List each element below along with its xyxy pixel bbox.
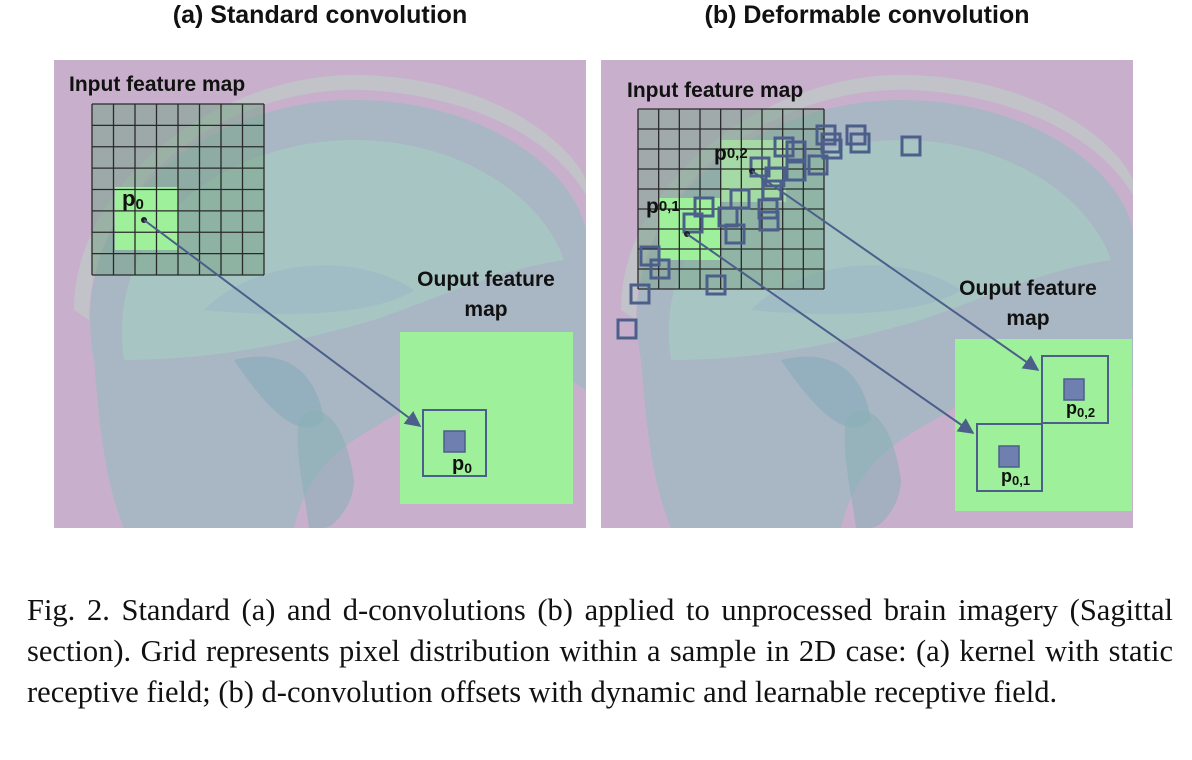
- mapping-arrow-1: [686, 233, 975, 434]
- offset-sample-box: [758, 210, 780, 232]
- figure-caption: Fig. 2. Standard (a) and d-convolutions …: [27, 593, 1173, 709]
- output-receptive-box-2: [1041, 355, 1109, 424]
- mapping-arrow-2: [751, 170, 1040, 371]
- offset-sample-box: [900, 135, 922, 157]
- output-receptive-box: [422, 409, 487, 477]
- panel-a-title: (a) Standard convolution: [172, 1, 468, 29]
- offset-sample-box: [849, 132, 871, 154]
- panel-a-illustration: Input feature map p0 Ouput feature map p…: [54, 60, 586, 528]
- offset-sample-box: [724, 223, 746, 245]
- input-pixel-grid: [91, 103, 265, 276]
- offset-sample-box: [785, 140, 807, 162]
- offset-sample-box: [729, 188, 751, 210]
- point-p02-label: p0,2: [714, 142, 748, 165]
- input-feature-map-label: Input feature map: [627, 79, 803, 102]
- offset-sample-box: [649, 258, 671, 280]
- offset-sample-box: [682, 212, 704, 234]
- output-pixel-marker-1: [998, 445, 1020, 468]
- offset-sample-box: [785, 160, 807, 182]
- output-p0-label: p0: [452, 453, 472, 476]
- offset-sample-box: [820, 132, 842, 154]
- output-feature-map-label-line1: Ouput feature: [959, 277, 1097, 300]
- offset-sample-box: [616, 318, 638, 340]
- output-p01-label: p0,1: [1001, 466, 1030, 488]
- offset-sample-box: [629, 283, 651, 305]
- output-pixel-marker-2: [1063, 378, 1085, 401]
- figure: (a) Standard convolution (b) Deformable …: [54, 1, 1133, 528]
- offset-sample-box: [773, 136, 795, 158]
- point-p0-label: p0: [122, 186, 144, 213]
- output-feature-map-label-line2: map: [464, 298, 507, 321]
- input-pixel-grid: [637, 108, 825, 290]
- offset-sample-box: [705, 274, 727, 296]
- mri-background-image: [54, 60, 586, 528]
- point-p01-label: p0,1: [646, 195, 680, 218]
- output-receptive-box-1: [976, 423, 1043, 492]
- offset-sample-box: [807, 154, 829, 176]
- mapping-arrow: [143, 219, 422, 427]
- output-pixel-marker: [443, 430, 466, 453]
- panel-b-illustration: Input feature map p0,2 p0,1 Ouput featur…: [601, 60, 1133, 528]
- output-feature-map-label-line1: Ouput feature: [417, 268, 555, 291]
- panel-b-title: (b) Deformable convolution: [704, 1, 1030, 29]
- offset-sample-box: [693, 196, 715, 218]
- output-feature-map-label-line2: map: [1006, 307, 1049, 330]
- input-feature-map-label: Input feature map: [69, 73, 245, 96]
- deformable-offset-samples: [616, 124, 922, 340]
- output-p02-label: p0,2: [1066, 398, 1095, 420]
